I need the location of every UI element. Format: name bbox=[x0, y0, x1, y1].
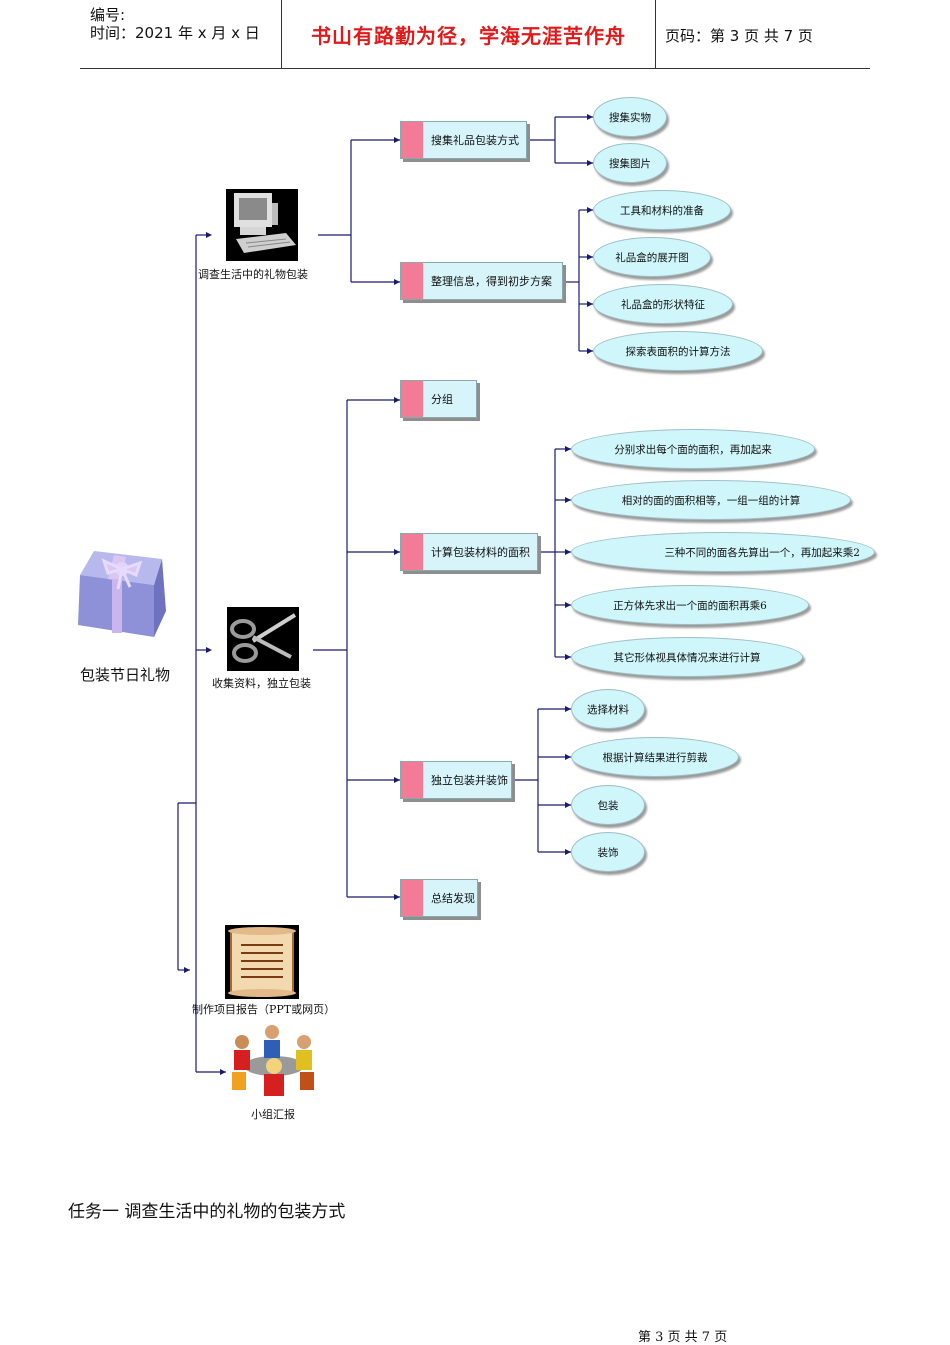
group-meeting-icon bbox=[226, 1022, 320, 1104]
document-time-label: 时间：2021 年 x 月 x 日 bbox=[90, 24, 260, 42]
leaf-tools-materials: 工具和材料的准备 bbox=[593, 190, 731, 230]
task-heading: 任务一 调查生活中的礼物的包装方式 bbox=[68, 1202, 346, 1222]
node-grouping: 分组 bbox=[400, 380, 477, 418]
node-summary: 总结发现 bbox=[400, 879, 478, 917]
leaf-area-method-2: 相对的面的面积相等，一组一组的计算 bbox=[571, 480, 851, 520]
computer-icon bbox=[226, 189, 298, 261]
leaf-area-method-4: 正方体先求出一个面的面积再乘6 bbox=[571, 585, 809, 625]
document-number-label: 编号: bbox=[90, 6, 126, 24]
header-motto: 书山有路勤为径，学海无涯苦作舟 bbox=[311, 24, 626, 48]
node-collect-methods: 搜集礼品包装方式 bbox=[400, 121, 527, 159]
node-calc-area: 计算包装材料的面积 bbox=[400, 533, 538, 571]
leaf-wrap: 包装 bbox=[571, 785, 645, 825]
leaf-area-method-1: 分别求出每个面的面积，再加起来 bbox=[571, 429, 815, 469]
leaf-surface-area-method: 探索表面积的计算方法 bbox=[593, 331, 763, 371]
page-header: 编号: 时间：2021 年 x 月 x 日 书山有路勤为径，学海无涯苦作舟 页码… bbox=[80, 0, 870, 69]
leaf-collect-pictures: 搜集图片 bbox=[593, 143, 667, 183]
branch-label-survey: 调查生活中的礼物包装 bbox=[198, 268, 308, 281]
leaf-cut-by-calc: 根据计算结果进行剪裁 bbox=[571, 737, 739, 777]
scissors-icon bbox=[227, 607, 299, 671]
node-organize-info: 整理信息，得到初步方案 bbox=[400, 262, 563, 300]
header-page-info: 页码：第 3 页 共 7 页 bbox=[665, 27, 813, 45]
gift-box-icon bbox=[78, 551, 166, 637]
leaf-area-method-3: 三种不同的面各先算出一个，再加起来乘2 bbox=[571, 532, 875, 572]
leaf-area-method-5: 其它形体视具体情况来进行计算 bbox=[571, 637, 803, 677]
branch-label-present: 小组汇报 bbox=[251, 1108, 295, 1121]
leaf-box-net: 礼品盒的展开图 bbox=[593, 237, 711, 277]
scroll-icon bbox=[225, 925, 299, 999]
mindmap-root-label: 包装节日礼物 bbox=[80, 666, 171, 684]
leaf-collect-objects: 搜集实物 bbox=[593, 97, 667, 137]
leaf-decorate: 装饰 bbox=[571, 832, 645, 872]
leaf-choose-material: 选择材料 bbox=[571, 689, 645, 729]
branch-label-report: 制作项目报告（PPT或网页） bbox=[192, 1003, 336, 1016]
node-wrap-decorate: 独立包装并装饰 bbox=[400, 761, 512, 799]
leaf-box-shape: 礼品盒的形状特征 bbox=[593, 284, 733, 324]
branch-label-collect: 收集资料，独立包装 bbox=[212, 677, 311, 690]
page-footer: 第 3 页 共 7 页 bbox=[638, 1330, 728, 1345]
